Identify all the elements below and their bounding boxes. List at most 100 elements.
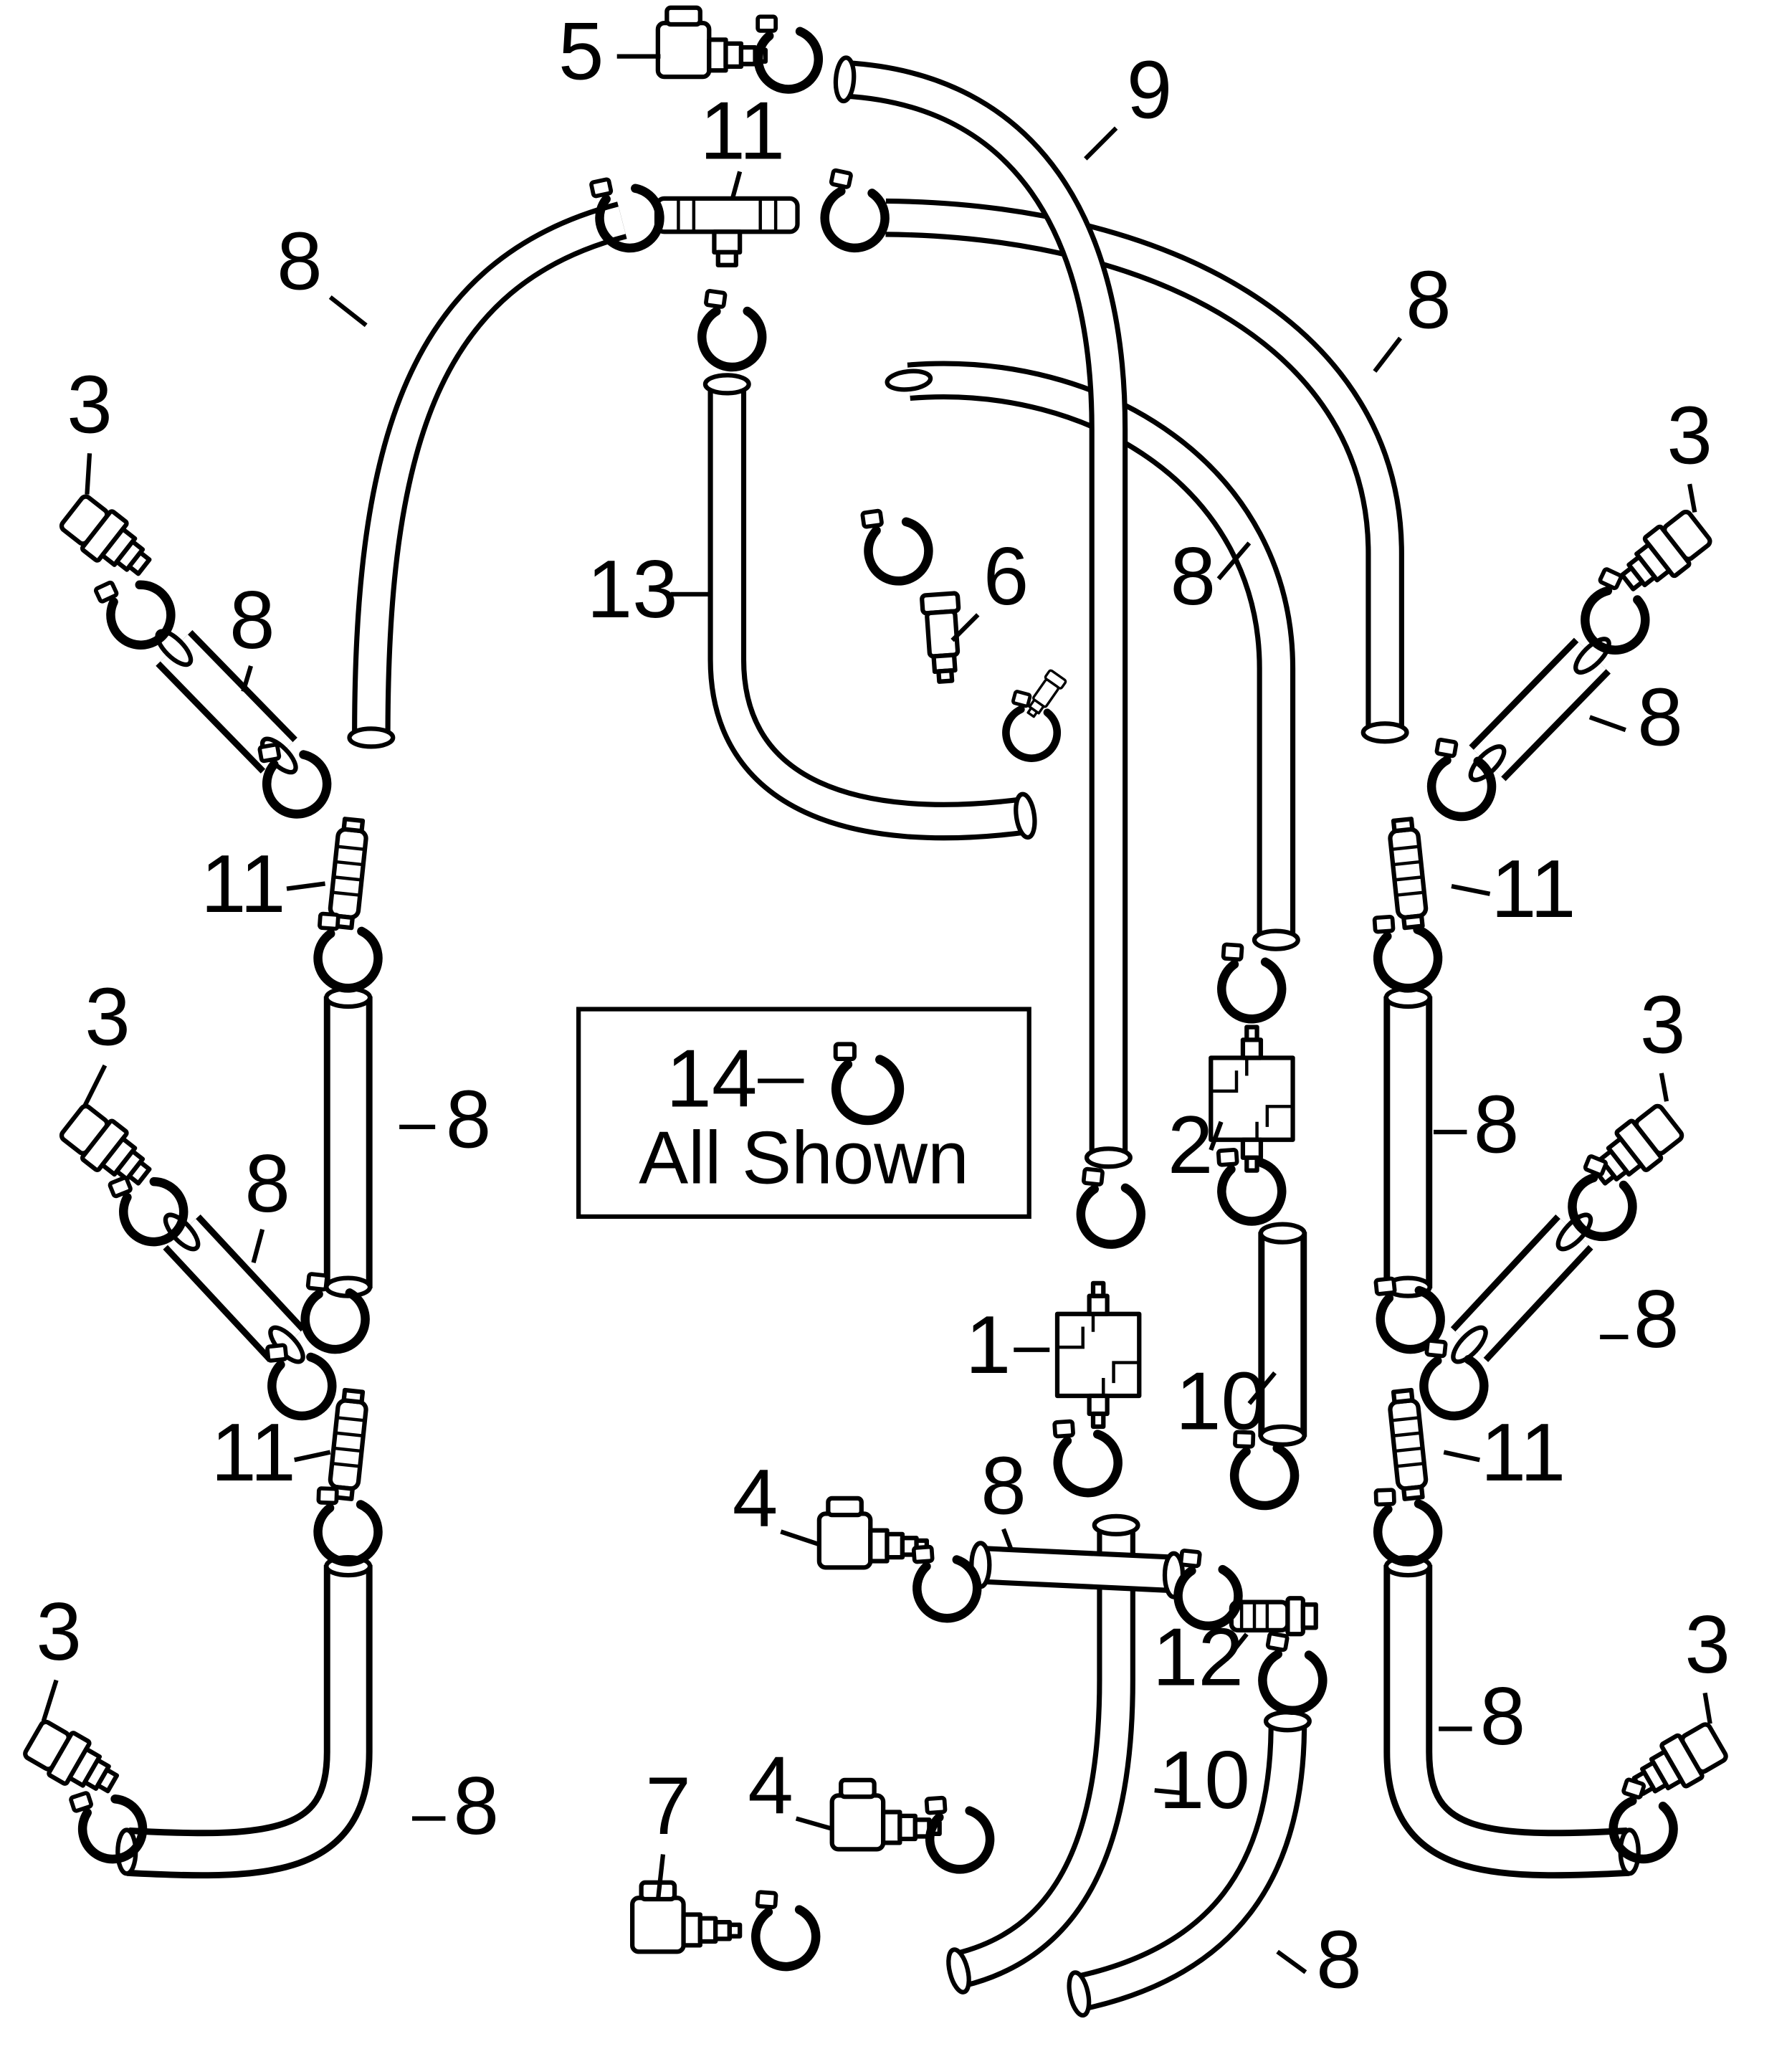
inline-fitting-12 xyxy=(1231,1598,1316,1634)
hose-8-right-short-upper xyxy=(1466,634,1614,785)
leader-line xyxy=(1216,541,1252,581)
connector-fitting-3-mid-right xyxy=(1585,1101,1687,1196)
callout-11-right-lower: 11 xyxy=(1481,1407,1566,1498)
tube-8-horizontal xyxy=(971,1543,1183,1597)
callout-10-hose: 10 xyxy=(1159,1735,1250,1826)
leader-line xyxy=(1154,1788,1181,1795)
leader-line xyxy=(1224,1632,1249,1661)
hose-8-right-short-lower xyxy=(1448,1210,1596,1367)
callout-8-left-short-lower: 8 xyxy=(244,1138,290,1230)
leader-line xyxy=(655,1854,666,1901)
hose-clamp xyxy=(862,505,933,585)
callout-8-bottom-center: 8 xyxy=(1316,1914,1362,2005)
callout-8-horizontal-tube: 8 xyxy=(981,1440,1026,1531)
hose-clamp xyxy=(259,737,332,819)
tube-10-vertical xyxy=(1261,1225,1305,1445)
inline-connector-11-left-lower xyxy=(328,1389,368,1499)
elbow-fitting-7 xyxy=(632,1883,740,1951)
callout-8-bottom-right: 8 xyxy=(1480,1671,1526,1762)
leader-line xyxy=(1084,126,1118,161)
note-box-border xyxy=(576,1007,1031,1220)
leader-line xyxy=(1687,483,1697,513)
leader-line xyxy=(1209,1121,1224,1151)
callout-8-bottom-left: 8 xyxy=(454,1761,500,1852)
leader-line xyxy=(1443,1450,1480,1463)
callout-3-mid-left: 3 xyxy=(85,972,130,1063)
callout-5: 5 xyxy=(558,6,604,98)
connector-fitting-3-mid-left xyxy=(57,1101,159,1196)
callout-14: 14 xyxy=(666,1033,757,1124)
callout-4-upper: 4 xyxy=(733,1453,778,1544)
callout-3-bottom-left: 3 xyxy=(36,1587,82,1678)
leader-line xyxy=(41,1679,59,1722)
hose-clamp xyxy=(753,1892,819,1969)
leader-line xyxy=(1001,1528,1014,1551)
callout-1: 1 xyxy=(966,1300,1011,1391)
callout-8-top-right: 8 xyxy=(1406,255,1452,346)
filter-fitting-1 xyxy=(1057,1283,1139,1427)
leader-line xyxy=(730,171,743,201)
hose-clamp xyxy=(914,1544,980,1620)
callout-8-center: 8 xyxy=(1171,531,1216,622)
callout-13: 13 xyxy=(587,544,678,635)
hose-8-top-left xyxy=(350,220,622,746)
callout-11-right-upper: 11 xyxy=(1491,844,1576,935)
leader-line xyxy=(1702,1692,1712,1724)
hose-clamp xyxy=(1077,1169,1145,1247)
connector-fitting-3-upper-right xyxy=(1613,507,1715,602)
connector-fitting-3-upper-left xyxy=(57,492,159,586)
hose-8-bottom-left xyxy=(118,1557,370,1873)
callout-3-upper-left: 3 xyxy=(67,360,113,451)
callout-8-right-short-upper: 8 xyxy=(1637,672,1683,764)
note-box-text: All Shown xyxy=(639,1116,969,1199)
leader-line xyxy=(85,453,92,495)
callout-11-left-lower: 11 xyxy=(211,1407,296,1498)
leader-line xyxy=(251,1228,265,1264)
leader-line xyxy=(1373,336,1403,373)
callout-4-lower: 4 xyxy=(748,1740,793,1831)
callout-8-left-tube: 8 xyxy=(446,1074,492,1165)
elbow-fitting-4-upper xyxy=(819,1498,927,1567)
callout-11-left-upper: 11 xyxy=(201,839,286,930)
callout-9: 9 xyxy=(1127,44,1173,136)
leader-line xyxy=(328,295,368,328)
elbow-fitting-4-lower xyxy=(832,1780,940,1849)
connector-fitting-3-bottom-left xyxy=(22,1717,125,1805)
inline-connector-11-right-upper xyxy=(1388,819,1428,928)
leader-line xyxy=(780,1529,820,1547)
hose-clamp xyxy=(1054,1418,1120,1495)
leader-line xyxy=(1276,1949,1307,1974)
callout-3-upper-right: 3 xyxy=(1667,391,1712,482)
tee-fitting-11 xyxy=(657,199,797,265)
tube-8-right-vertical xyxy=(1386,989,1430,1296)
callout-6: 6 xyxy=(983,531,1029,622)
inline-connector-11-right-lower xyxy=(1388,1389,1428,1499)
leader-line xyxy=(1451,884,1491,896)
callout-7: 7 xyxy=(645,1761,691,1852)
hose-clamp xyxy=(697,290,768,371)
leader-line xyxy=(1659,1073,1669,1102)
callout-8-top-left: 8 xyxy=(277,217,323,308)
leader-line xyxy=(241,665,253,693)
leader-line xyxy=(1247,1371,1277,1405)
inline-connector-11-left-upper xyxy=(328,819,368,928)
callout-8-left-short-upper: 8 xyxy=(229,575,275,666)
callout-2: 2 xyxy=(1168,1100,1214,1191)
leader-line xyxy=(294,1450,331,1463)
tube-8-left-vertical xyxy=(326,989,370,1296)
hose-8-top-right xyxy=(886,218,1407,742)
hose-8-left-short-lower xyxy=(161,1210,308,1367)
callout-3-bottom-right: 3 xyxy=(1684,1599,1730,1691)
leader-line xyxy=(286,881,325,891)
leader-line xyxy=(950,613,980,642)
callout-3-mid-right: 3 xyxy=(1640,979,1686,1070)
elbow-fitting-5 xyxy=(658,8,766,77)
note-box-14: 14 All Shown xyxy=(576,1007,1031,1220)
callout-11-tee: 11 xyxy=(700,85,785,176)
leader-line xyxy=(82,1064,108,1108)
leader-line xyxy=(795,1816,833,1831)
callout-8-right-tube: 8 xyxy=(1474,1080,1520,1171)
hose-clamp xyxy=(1219,944,1285,1021)
